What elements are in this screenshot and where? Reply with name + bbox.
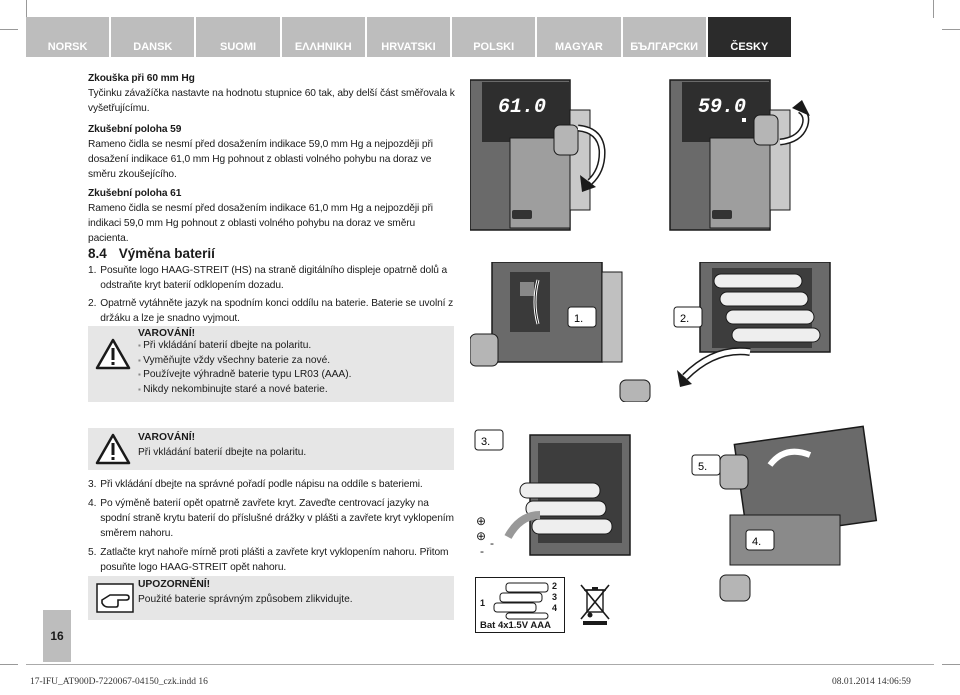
notice-title: UPOZORNĚNÍ! [138,579,211,590]
step-5: 5. Zatlačte kryt nahoře mírně proti pláš… [88,545,460,575]
test60-heading: Zkouška při 60 mm Hg [88,73,195,84]
step-number: 2. [88,298,97,309]
section-number: 8.4 [88,246,107,261]
warning-list: Při vkládání baterií dbejte na polaritu.… [138,339,351,397]
footer-date: 08.01.2014 14:06:59 [832,677,911,687]
pos59-block: Zkušební poloha 59 Rameno čidla se nesmí… [88,122,458,182]
warning-item: Používejte výhradně baterie typu LR03 (A… [138,368,351,383]
warning-title: VAROVÁNÍ! [138,432,196,443]
crop-mark [0,664,18,665]
step-number: 3. [88,479,97,490]
tab-greek[interactable]: ΕΛΛΗΝΙΚΗ [281,17,365,57]
warning-box-2: VAROVÁNÍ! Při vkládání baterií dbejte na… [88,428,454,470]
crop-mark [933,0,934,18]
battery-label-4: 4 [552,603,558,613]
battery-insert-illustration: 3. ⊕ ⊕ - - 5. 4. [474,425,878,602]
battery-label-1: 1 [480,598,486,608]
weee-bin-icon [580,584,610,625]
figure-label-2: 2. [680,313,689,325]
figure-label-1: 1. [574,313,583,325]
pos59-heading: Zkušební poloha 59 [88,124,182,135]
pointing-hand-icon [96,583,134,613]
tab-hrvatski[interactable]: HRVATSKI [366,17,451,57]
svg-text:-: - [480,544,484,558]
step-1: 1. Posuňte logo HAAG-STREIT (HS) na stra… [88,263,460,293]
figure-label-4: 4. [752,536,761,548]
step-text: Posuňte logo HAAG-STREIT (HS) na straně … [100,265,448,291]
tab-norsk[interactable]: NORSK [26,17,110,57]
step-number: 1. [88,265,97,276]
display-right-value: 59.0 [698,96,746,119]
tab-cesky[interactable]: ČESKY [707,17,791,57]
step-2: 2. Opatrně vytáhněte jazyk na spodním ko… [88,296,460,326]
figure-label-3: 3. [481,436,490,448]
pos61-heading: Zkušební poloha 61 [88,188,182,199]
steps-a: 1. Posuňte logo HAAG-STREIT (HS) na stra… [88,263,460,326]
tab-polski[interactable]: POLSKI [452,17,536,57]
step-4: 4. Po výměně baterií opět opatrně zavřet… [88,496,460,541]
warning-item: Vyměňujte vždy všechny baterie za nové. [138,354,351,369]
section-title: 8.4 Výměna baterií [88,246,227,261]
pos61-block: Zkušební poloha 61 Rameno čidla se nesmí… [88,186,458,246]
display-illustration: 61.0 59.0 [470,79,810,231]
notice-text: Použité baterie správným způsobem zlikvi… [138,593,353,605]
warning-triangle-icon [95,433,131,465]
steps-b: 3. Při vkládání dbejte na správné pořadí… [88,477,460,575]
tab-magyar[interactable]: MAGYAR [537,17,621,57]
warning-title: VAROVÁNÍ! [138,328,196,339]
tab-bulgarian[interactable]: БЪЛГАРСКИ [622,17,706,57]
step-text: Zatlačte kryt nahoře mírně proti plášti … [100,547,449,573]
test60-body: Tyčinku závažíčka nastavte na hodnotu st… [88,88,455,114]
step-text: Po výměně baterií opět opatrně zavřete k… [100,498,454,539]
step-text: Při vkládání dbejte na správné pořadí po… [100,479,423,490]
battery-order-diagram: 1 2 3 4 Bat 4x1.5V AAA [475,577,565,633]
pos61-body: Rameno čidla se nesmí před dosažením ind… [88,203,433,244]
battery-label-3: 3 [552,592,558,602]
footer-file: 17-IFU_AT900D-7220067-04150_czk.indd 16 [30,677,208,687]
warning-triangle-icon [95,338,131,370]
test60-block: Zkouška při 60 mm Hg Tyčinku závažíčka n… [88,71,458,116]
tab-suomi[interactable]: SUOMI [196,17,280,57]
crop-mark [26,0,27,18]
battery-removal-illustration: 1. 2. [470,262,831,402]
battery-caption: Bat 4x1.5V AAA [480,620,551,631]
step-3: 3. Při vkládání dbejte na správné pořadí… [88,477,460,492]
warning-item: Při vkládání baterií dbejte na polaritu. [138,339,351,354]
svg-text:⊕: ⊕ [476,529,486,543]
step-text: Opatrně vytáhněte jazyk na spodním konci… [100,298,454,324]
crop-mark [0,29,18,30]
language-tabs: NORSK DANSK SUOMI ΕΛΛΗΝΙΚΗ HRVATSKI POLS… [26,17,791,57]
crop-mark [942,29,960,30]
warning-box: VAROVÁNÍ! Při vkládání baterií dbejte na… [88,326,454,402]
battery-label-2: 2 [552,581,558,591]
notice-box: UPOZORNĚNÍ! Použité baterie správným způ… [88,576,454,620]
section-name: Výměna baterií [118,246,215,261]
step-number: 5. [88,547,97,558]
tab-dansk[interactable]: DANSK [111,17,195,57]
warning-text: Při vkládání baterií dbejte na polaritu. [138,446,307,458]
warning-item: Nikdy nekombinujte staré a nové baterie. [138,383,351,398]
svg-text:-: - [490,536,494,550]
footer-rule [26,664,934,665]
pos59-body: Rameno čidla se nesmí před dosažením ind… [88,139,433,180]
figure-label-5: 5. [698,461,707,473]
display-left-value: 61.0 [498,96,546,119]
page-number: 16 [43,610,71,662]
step-number: 4. [88,498,97,509]
svg-text:⊕: ⊕ [476,514,486,528]
crop-mark [942,664,960,665]
